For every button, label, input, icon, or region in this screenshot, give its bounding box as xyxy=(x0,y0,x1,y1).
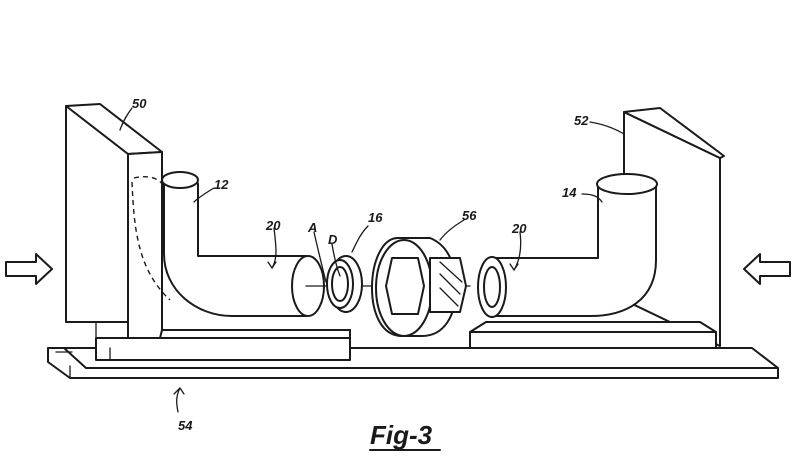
label-20-left: 20 xyxy=(265,218,281,233)
left-elbow-pipe-12 xyxy=(161,171,325,317)
label-50: 50 xyxy=(132,96,147,111)
label-52: 52 xyxy=(574,113,589,128)
reference-labels: 50 52 12 14 20 20 A D 16 56 54 xyxy=(132,96,589,433)
label-20-right: 20 xyxy=(511,221,527,236)
label-16: 16 xyxy=(368,210,383,225)
fitting-16 xyxy=(326,255,363,313)
figure-caption: Fig-3 xyxy=(370,420,433,450)
left-push-arrow xyxy=(5,253,53,285)
leader-lines xyxy=(119,107,625,413)
label-14: 14 xyxy=(562,185,577,200)
label-a: A xyxy=(307,220,317,235)
label-54: 54 xyxy=(178,418,193,433)
right-push-arrow xyxy=(743,253,791,285)
label-56: 56 xyxy=(462,208,477,223)
label-12: 12 xyxy=(214,177,229,192)
right-elbow-pipe-14 xyxy=(477,173,658,318)
tool-56 xyxy=(371,237,467,337)
label-d: D xyxy=(328,232,338,247)
left-fixture-50 xyxy=(65,103,351,361)
